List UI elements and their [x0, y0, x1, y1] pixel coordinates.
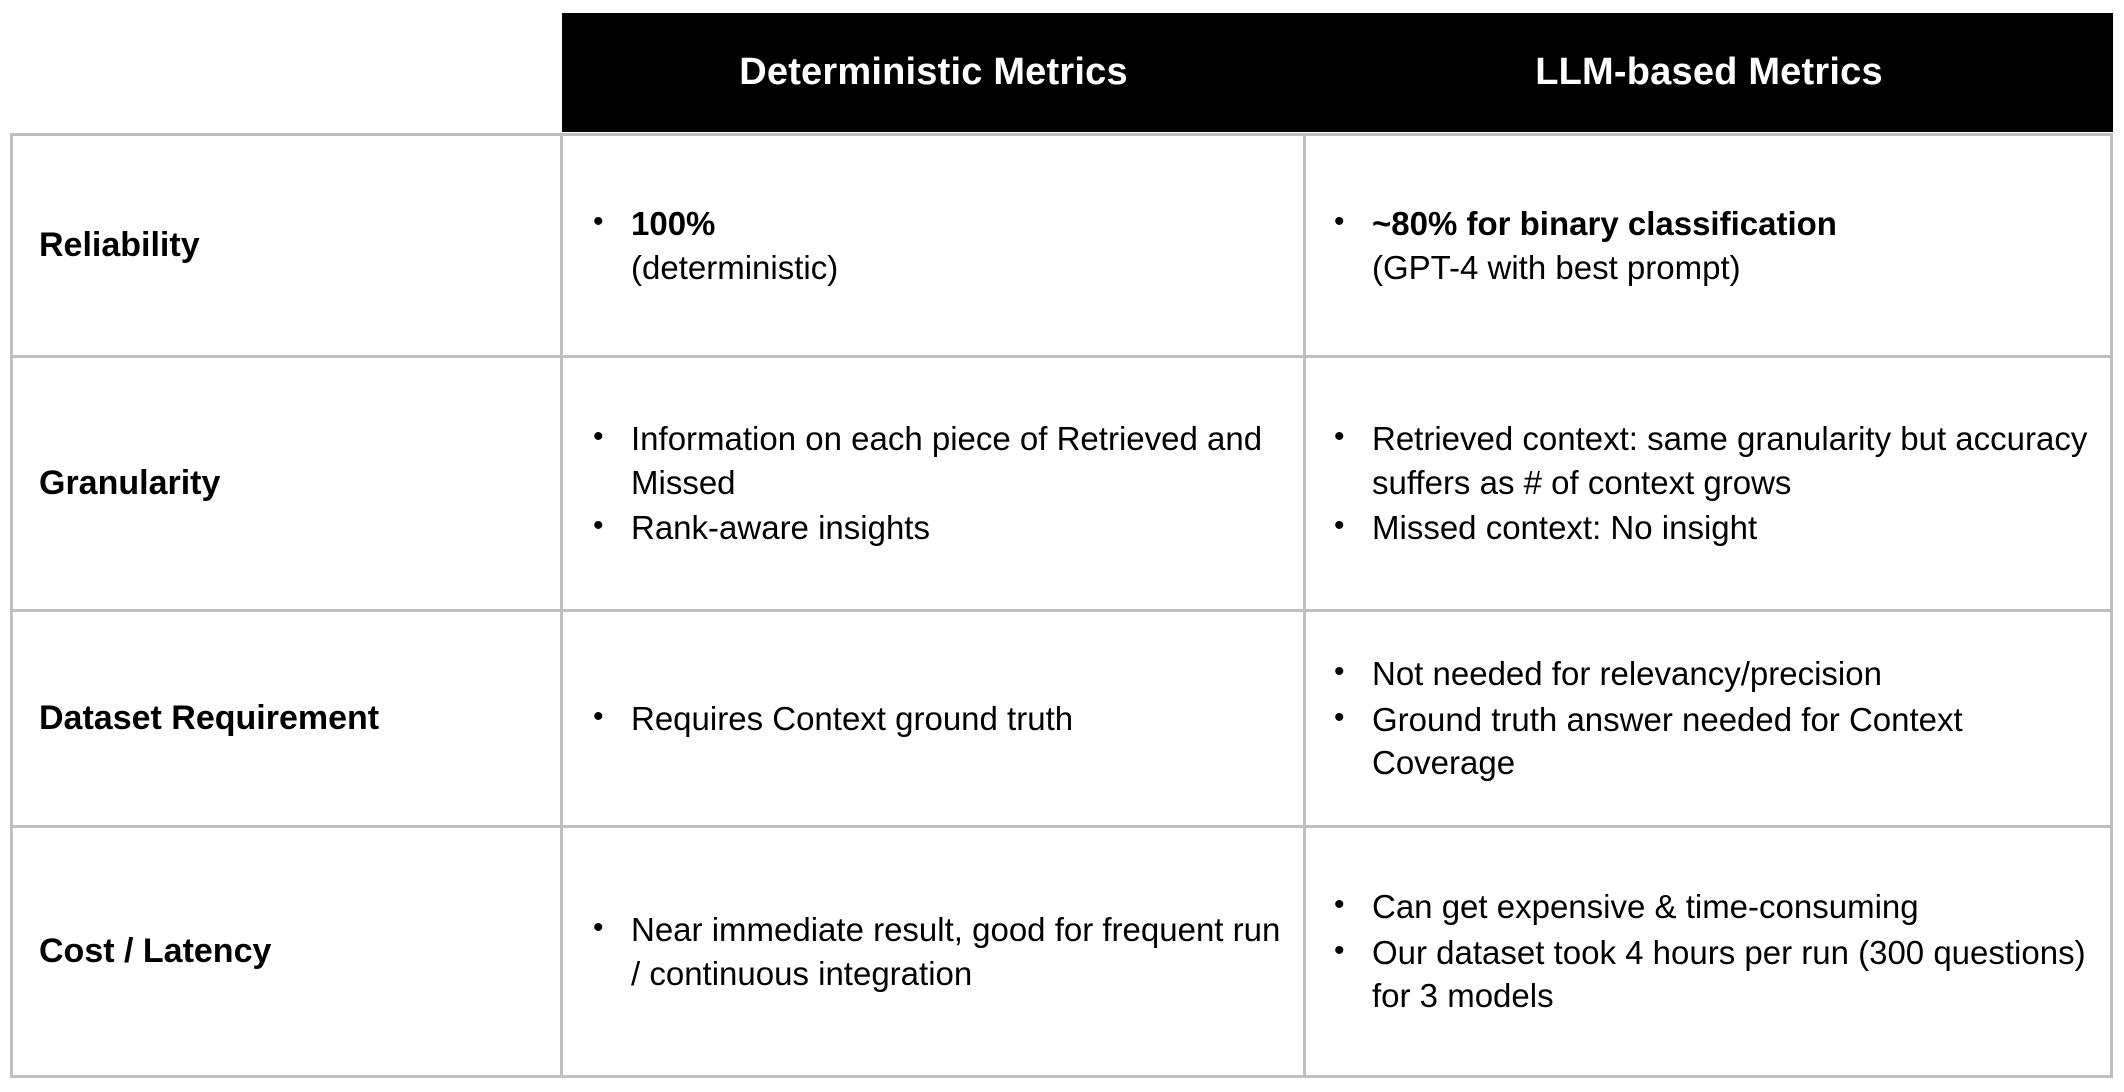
list-item: • Near immediate result, good for freque… [579, 908, 1285, 995]
bullet-icon: • [593, 910, 604, 944]
list-item-body: Ground truth answer needed for Context C… [1372, 700, 1963, 782]
bullet-icon: • [1334, 204, 1345, 238]
bullet-icon: • [1334, 933, 1345, 967]
column-header-deterministic-metrics: Deterministic Metrics [562, 13, 1305, 132]
bullet-icon: • [593, 509, 604, 543]
bullet-list: • Can get expensive & time-consuming • O… [1320, 885, 2092, 1018]
list-item: • 100% (deterministic) [579, 202, 1285, 289]
list-item: • Can get expensive & time-consuming [1320, 885, 2092, 929]
list-item-body: ~80% for binary classification (GPT-4 wi… [1372, 202, 2092, 289]
list-item-strong: ~80% for binary classification [1372, 204, 1837, 242]
column-header-llm-based-metrics: LLM-based Metrics [1305, 13, 2113, 132]
column-header-llm-based-metrics-label: LLM-based Metrics [1535, 51, 1883, 93]
row-llm-cell: • Retrieved context: same granularity bu… [1306, 358, 2110, 609]
row-label-cost-latency: Cost / Latency [39, 931, 272, 970]
list-item-body: Not needed for relevancy/precision [1372, 655, 1882, 693]
row-llm-cell: • ~80% for binary classification (GPT-4 … [1306, 136, 2110, 355]
list-item: • Rank-aware insights [579, 506, 1285, 550]
row-llm-cell: • Not needed for relevancy/precision • G… [1306, 612, 2110, 825]
bullet-icon: • [1334, 509, 1345, 543]
list-item-body: Missed context: No insight [1372, 509, 1758, 547]
table-row: Granularity • Information on each piece … [13, 358, 2110, 612]
table-row: Cost / Latency • Near immediate result, … [13, 828, 2110, 1075]
bullet-list: • Retrieved context: same granularity bu… [1320, 417, 2092, 550]
list-item: • Our dataset took 4 hours per run (300 … [1320, 931, 2092, 1018]
list-item-body: Near immediate result, good for frequent… [631, 910, 1281, 992]
row-llm-cell: • Can get expensive & time-consuming • O… [1306, 828, 2110, 1075]
list-item-body: Information on each piece of Retrieved a… [631, 420, 1263, 501]
list-item-body: Rank-aware insights [631, 509, 930, 547]
row-label-granularity: Granularity [39, 463, 221, 502]
row-label-dataset-requirement: Dataset Requirement [39, 698, 380, 737]
list-item-body: Our dataset took 4 hours per run (300 qu… [1372, 933, 2086, 1015]
list-item-body: Can get expensive & time-consuming [1372, 888, 1919, 926]
list-item-body: 100% (deterministic) [631, 202, 1285, 289]
row-label-cell: Granularity [13, 358, 563, 609]
bullet-icon: • [1334, 700, 1345, 734]
bullet-icon: • [593, 699, 604, 733]
list-item-body: Requires Context ground truth [631, 699, 1074, 737]
list-item: • Requires Context ground truth [579, 697, 1285, 741]
table-row: Reliability • 100% (deterministic) [13, 136, 2110, 358]
row-deterministic-cell: • Information on each piece of Retrieved… [563, 358, 1306, 609]
list-item: • Missed context: No insight [1320, 506, 2092, 550]
bullet-icon: • [1334, 420, 1345, 454]
bullet-icon: • [1334, 888, 1345, 922]
list-item: • Information on each piece of Retrieved… [579, 417, 1285, 504]
row-label-cell: Dataset Requirement [13, 612, 563, 825]
list-item: • Not needed for relevancy/precision [1320, 652, 2092, 696]
bullet-icon: • [593, 204, 604, 238]
bullet-list: • ~80% for binary classification (GPT-4 … [1320, 202, 2092, 289]
row-deterministic-cell: • Requires Context ground truth [563, 612, 1306, 825]
bullet-icon: • [593, 420, 604, 454]
table-row: Dataset Requirement • Requires Context g… [13, 612, 2110, 828]
list-item-sub: (GPT-4 with best prompt) [1372, 248, 1741, 286]
list-item: • Ground truth answer needed for Context… [1320, 698, 2092, 785]
list-item-body: Retrieved context: same granularity but … [1372, 420, 2088, 501]
bullet-list: • 100% (deterministic) [579, 202, 1285, 289]
list-item-sub: (deterministic) [631, 248, 839, 286]
row-label-cell: Cost / Latency [13, 828, 563, 1075]
comparison-table: Reliability • 100% (deterministic) [10, 133, 2113, 1078]
bullet-list: • Requires Context ground truth [579, 697, 1285, 741]
row-label-reliability: Reliability [39, 225, 200, 264]
bullet-list: • Near immediate result, good for freque… [579, 908, 1285, 995]
list-item-strong: 100% [631, 204, 716, 242]
table-header-band: Deterministic Metrics LLM-based Metrics [562, 13, 2113, 132]
bullet-icon: • [1334, 655, 1345, 689]
list-item: • ~80% for binary classification (GPT-4 … [1320, 202, 2092, 289]
row-label-cell: Reliability [13, 136, 563, 355]
bullet-list: • Not needed for relevancy/precision • G… [1320, 652, 2092, 785]
row-deterministic-cell: • 100% (deterministic) [563, 136, 1306, 355]
column-header-deterministic-metrics-label: Deterministic Metrics [739, 51, 1128, 93]
list-item: • Retrieved context: same granularity bu… [1320, 417, 2092, 504]
bullet-list: • Information on each piece of Retrieved… [579, 417, 1285, 550]
row-deterministic-cell: • Near immediate result, good for freque… [563, 828, 1306, 1075]
